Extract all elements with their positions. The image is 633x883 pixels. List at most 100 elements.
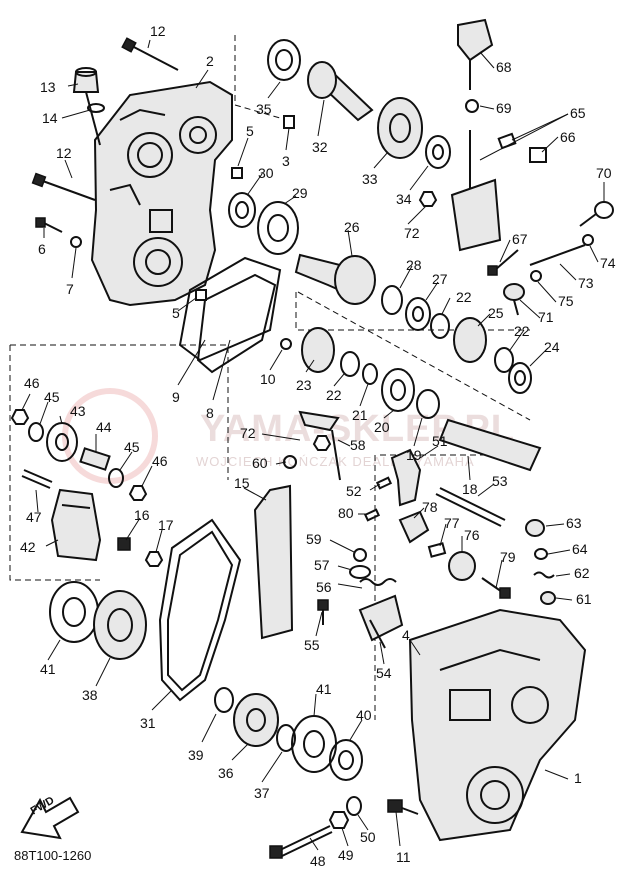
callout-72-lower: 72 (240, 425, 256, 441)
callout-75: 75 (558, 293, 574, 309)
callout-64: 64 (572, 541, 588, 557)
dipstick-cap (72, 67, 101, 146)
callout-48: 48 (310, 853, 326, 869)
bearing-30 (228, 192, 256, 228)
shaft-47 (21, 469, 53, 489)
spacer-39 (214, 687, 234, 713)
callout-17: 17 (158, 517, 174, 533)
callout-55: 55 (304, 637, 320, 653)
callout-15: 15 (234, 475, 250, 491)
drive-chain-31 (158, 518, 242, 702)
callout-7: 7 (66, 281, 74, 297)
callout-45-left: 45 (44, 389, 60, 405)
callout-77: 77 (444, 515, 460, 531)
nut-72-lower (312, 435, 332, 451)
shaft-gear-26 (294, 253, 376, 305)
nut-46-left (10, 409, 30, 425)
bolt-12-lower (31, 172, 96, 201)
gear-33 (377, 97, 423, 159)
rod-end-70 (579, 201, 614, 227)
callout-45-right: 45 (124, 439, 140, 455)
callout-50: 50 (360, 829, 376, 845)
callout-22-upper: 22 (456, 289, 472, 305)
callout-29: 29 (292, 185, 308, 201)
callout-41-lower: 41 (316, 681, 332, 697)
callout-20: 20 (374, 419, 390, 435)
callout-23: 23 (296, 377, 312, 393)
bolt-6 (35, 217, 63, 233)
plug-63 (525, 519, 545, 537)
callout-67: 67 (512, 231, 528, 247)
o-ring-14 (87, 103, 105, 113)
callout-12-upper: 12 (150, 23, 166, 39)
output-shaft-18 (438, 418, 542, 472)
callout-72-upper: 72 (404, 225, 420, 241)
callout-4: 4 (402, 627, 410, 643)
shift-shaft-65 (450, 130, 502, 252)
callout-52: 52 (346, 483, 362, 499)
diagram-code: 88T100-1260 (14, 848, 92, 863)
nut-74 (582, 234, 594, 246)
washer-45-right (108, 468, 124, 488)
callout-22-right: 22 (514, 323, 530, 339)
nut-72-upper (418, 191, 438, 207)
callout-80: 80 (338, 505, 354, 521)
callout-59: 59 (306, 531, 322, 547)
gear-25 (453, 317, 487, 363)
seal-40 (329, 739, 363, 781)
ball-joint-71 (503, 283, 525, 316)
callout-44: 44 (96, 419, 112, 435)
callout-38: 38 (82, 687, 98, 703)
callout-14: 14 (42, 110, 58, 126)
bearing-29 (257, 201, 299, 255)
nut-46-right (128, 485, 148, 501)
callout-74: 74 (600, 255, 616, 271)
callout-37: 37 (254, 785, 270, 801)
callout-78: 78 (422, 499, 438, 515)
nut-57 (349, 565, 371, 579)
washer-22-upper (430, 313, 450, 339)
leader-lines (21, 39, 605, 851)
bolt-48 (269, 825, 333, 859)
dowel-5-upper (231, 167, 243, 179)
callout-73: 73 (578, 275, 594, 291)
dowel-3 (283, 115, 295, 129)
part-66 (529, 147, 547, 163)
bolt-11 (387, 799, 419, 815)
shift-rod-58 (298, 410, 341, 481)
callout-46-left: 46 (24, 375, 40, 391)
callout-68: 68 (496, 59, 512, 75)
callout-31: 31 (140, 715, 156, 731)
callout-76: 76 (464, 527, 480, 543)
callout-32: 32 (312, 139, 328, 155)
bearing-34 (425, 135, 451, 169)
screw-10 (280, 338, 292, 350)
pin-80 (363, 508, 381, 522)
callout-61: 61 (576, 591, 592, 607)
callout-10: 10 (260, 371, 276, 387)
washer-22-middle (340, 351, 360, 377)
shaft-32 (307, 61, 374, 122)
gasket-9 (178, 256, 282, 362)
callout-27: 27 (432, 271, 448, 287)
callout-8: 8 (206, 405, 214, 421)
callout-70: 70 (596, 165, 612, 181)
bolt-12-upper (121, 37, 179, 71)
callout-26: 26 (344, 219, 360, 235)
pin-44 (79, 447, 111, 471)
callout-47: 47 (26, 509, 42, 525)
nut-17 (144, 551, 164, 567)
callout-65: 65 (570, 105, 586, 121)
shift-fork-51 (390, 448, 422, 507)
callout-42: 42 (20, 539, 36, 555)
callout-69: 69 (496, 100, 512, 116)
callout-49: 49 (338, 847, 354, 863)
bolt-55 (317, 599, 329, 625)
callout-33: 33 (362, 171, 378, 187)
shift-lever-68 (457, 18, 494, 90)
callout-63: 63 (566, 515, 582, 531)
callout-46-right: 46 (152, 453, 168, 469)
circlip-21 (362, 363, 378, 385)
